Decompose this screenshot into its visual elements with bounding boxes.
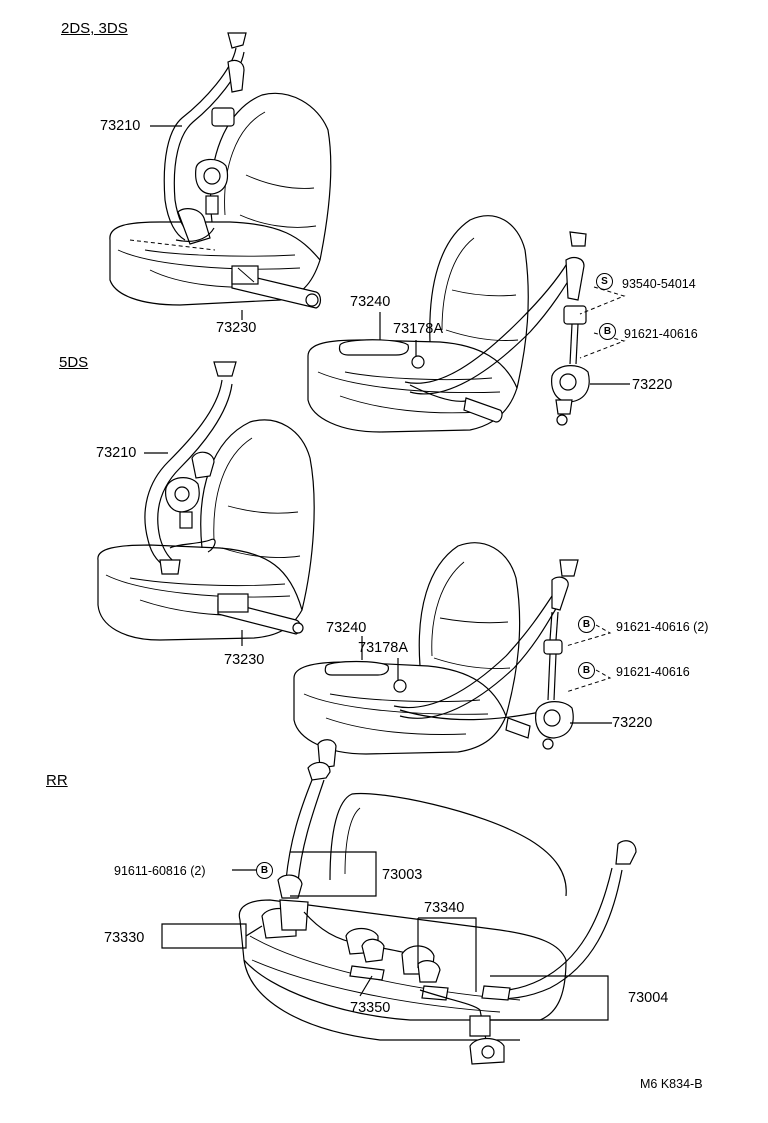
bolt-b-icon: B [578,616,595,633]
seat-front-5ds-left [97,419,315,641]
bolt-s-icon: S [596,273,613,290]
part-label-73210: 73210 [100,118,141,134]
belt-73210-front-2ds [163,32,247,245]
part-label-91621-40616-2: 91621-40616 (2) [616,620,709,634]
part-label-91611-60816-2: 91611-60816 (2) [114,864,206,878]
part-label-73230: 73230 [216,320,257,336]
diagram-code: M6 K834-B [640,1077,703,1091]
buckles-rear [261,899,505,1065]
buckle-73230-front-2ds [231,265,322,309]
part-label-73330: 73330 [104,930,145,946]
bolt-b-icon: B [578,662,595,679]
belt-73210-front-5ds [144,361,237,575]
part-label-73350: 73350 [350,1000,391,1016]
trim-73240-front-2ds [338,339,409,356]
cover-73178a-front-5ds [393,679,407,693]
belt-73220-front-2ds [404,231,590,426]
seat-front-2ds-left [109,92,332,306]
part-label-73230-5ds: 73230 [224,652,265,668]
part-label-73240: 73240 [350,294,391,310]
bolt-b-icon: B [599,323,616,340]
bolt-b-icon: B [256,862,273,879]
part-label-73178a: 73178A [393,321,443,337]
belt-73003-rear-left [277,739,337,899]
seat-front-5ds-right [293,542,521,755]
part-label-73210-5ds: 73210 [96,445,137,461]
part-label-73004: 73004 [628,990,669,1006]
buckle-73230-front-5ds [217,593,304,635]
cover-73178a-front-2ds [411,355,425,369]
part-label-91621-40616: 91621-40616 [624,327,698,341]
section-title-2ds-3ds: 2DS, 3DS [61,20,128,37]
part-label-73240-5ds: 73240 [326,620,367,636]
part-label-91621-40616-5ds: 91621-40616 [616,665,690,679]
part-label-93540-54014: 93540-54014 [622,277,696,291]
seat-front-2ds-right [307,215,529,433]
part-label-73003: 73003 [382,867,423,883]
section-title-5ds: 5DS [59,354,89,371]
belt-73220-front-5ds [393,559,579,750]
part-label-73178a-5ds: 73178A [358,640,408,656]
section-title-rear: RR [46,772,68,789]
belt-73004-rear-right [481,840,637,1001]
part-label-73220: 73220 [632,377,673,393]
trim-73240-front-5ds [324,660,389,676]
part-label-73220-5ds: 73220 [612,715,653,731]
part-label-73340: 73340 [424,900,465,916]
